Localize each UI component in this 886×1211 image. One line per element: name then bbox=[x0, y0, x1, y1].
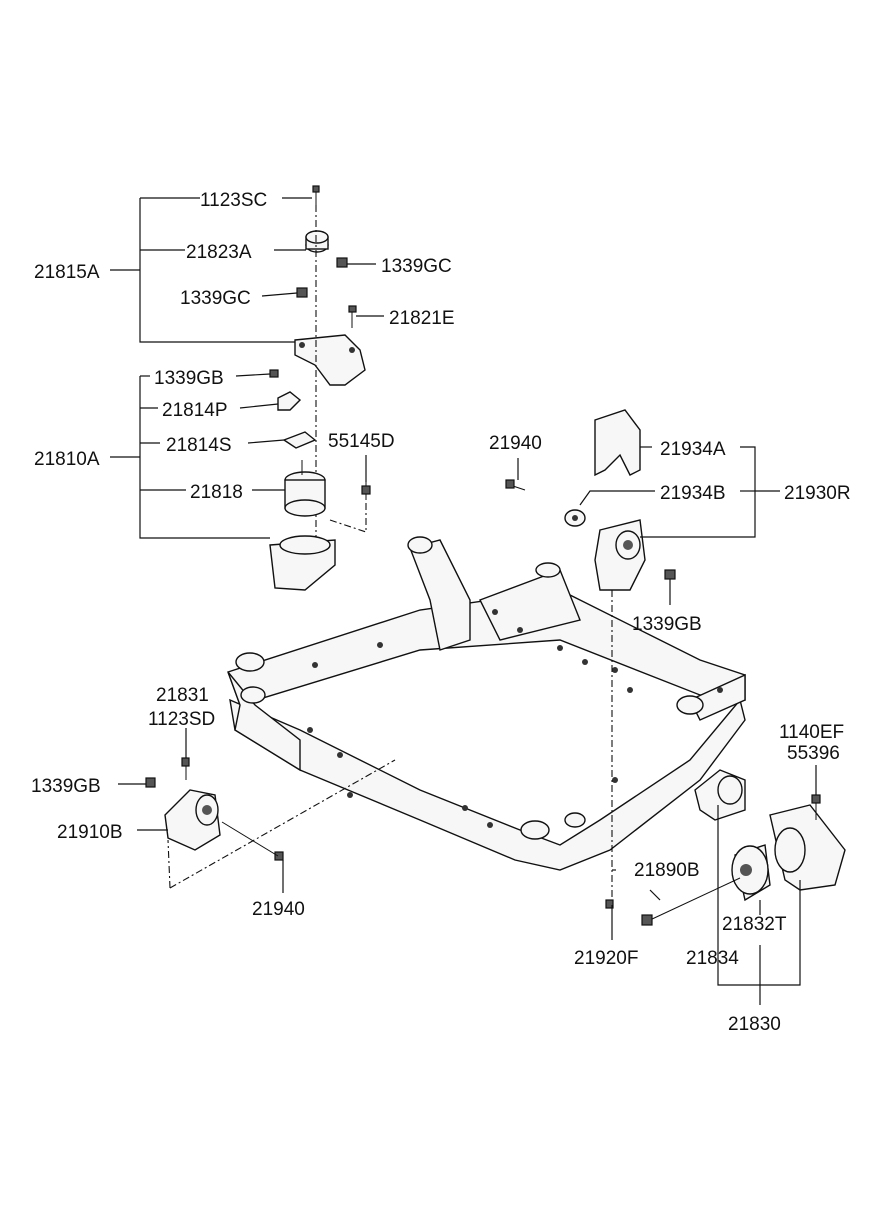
label-21814P: 21814P bbox=[162, 400, 228, 421]
label-1140EF: 1140EF bbox=[779, 722, 844, 743]
label-21934A: 21934A bbox=[660, 439, 726, 460]
front-right-mount-group bbox=[605, 769, 846, 926]
label-1339GC-a: 1339GC bbox=[381, 256, 452, 277]
label-21814S: 21814S bbox=[166, 435, 232, 456]
label-1123SC: 1123SC bbox=[200, 190, 267, 211]
label-21818: 21818 bbox=[190, 482, 243, 503]
label-21910B: 21910B bbox=[57, 822, 123, 843]
label-21823A: 21823A bbox=[186, 242, 252, 263]
subframe-crossmember bbox=[227, 536, 746, 871]
label-21832T: 21832T bbox=[722, 914, 787, 935]
label-55396: 55396 bbox=[787, 743, 840, 764]
label-1339GB-a: 1339GB bbox=[154, 368, 224, 389]
part-labels: 1123SC 21823A 21815A 1339GC 1339GC 21821… bbox=[31, 190, 851, 1035]
label-21940-b: 21940 bbox=[252, 899, 305, 920]
label-1339GB-b: 1339GB bbox=[632, 614, 702, 635]
label-21930R: 21930R bbox=[784, 483, 851, 504]
label-55145D: 55145D bbox=[328, 431, 395, 452]
label-21890B: 21890B bbox=[634, 860, 700, 881]
label-21940-a: 21940 bbox=[489, 433, 542, 454]
label-21920F: 21920F bbox=[574, 948, 638, 969]
label-21815A: 21815A bbox=[34, 262, 100, 283]
label-21821E: 21821E bbox=[389, 308, 455, 329]
label-21810A: 21810A bbox=[34, 449, 100, 470]
engine-mount-bracket-group bbox=[269, 185, 371, 591]
label-1339GC-b: 1339GC bbox=[180, 288, 251, 309]
transmission-mount-group bbox=[505, 409, 676, 905]
leader-lines bbox=[110, 197, 817, 1005]
label-21830: 21830 bbox=[728, 1014, 781, 1035]
label-21934B: 21934B bbox=[660, 483, 726, 504]
label-1123SD: 1123SD bbox=[148, 709, 215, 730]
label-21834: 21834 bbox=[686, 948, 739, 969]
label-21831: 21831 bbox=[156, 685, 209, 706]
label-1339GB-c: 1339GB bbox=[31, 776, 101, 797]
front-left-mount-group bbox=[145, 757, 396, 889]
